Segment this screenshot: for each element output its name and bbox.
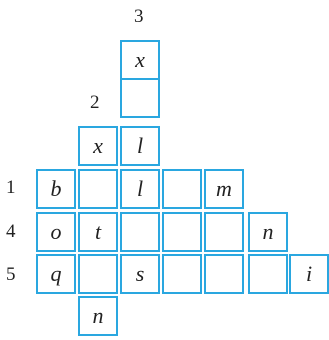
grid-cell-r1-c3[interactable]	[120, 78, 160, 118]
grid-cell-r5-c3[interactable]: s	[120, 254, 160, 294]
grid-cell-r3-c4[interactable]	[162, 169, 202, 209]
clue-number-1: 1	[6, 177, 16, 198]
clue-number-2: 2	[90, 92, 100, 113]
grid-cell-r4-c6[interactable]: n	[248, 212, 288, 252]
grid-cell-r4-c3[interactable]	[120, 212, 160, 252]
grid-cell-r5-c2[interactable]	[78, 254, 118, 294]
grid-cell-r3-c2[interactable]	[78, 169, 118, 209]
grid-cell-r3-c5[interactable]: m	[204, 169, 244, 209]
grid-cell-r3-c3[interactable]: l	[120, 169, 160, 209]
grid-cell-r6-c2[interactable]: n	[78, 296, 118, 336]
grid-cell-r5-c6[interactable]	[248, 254, 288, 294]
grid-cell-r5-c4[interactable]	[162, 254, 202, 294]
grid-cell-r0-c3[interactable]: x	[120, 40, 160, 80]
grid-cell-r2-c2[interactable]: x	[78, 126, 118, 166]
grid-cell-r2-c3[interactable]: l	[120, 126, 160, 166]
grid-cell-r4-c1[interactable]: o	[36, 212, 76, 252]
grid-cell-r5-c1[interactable]: q	[36, 254, 76, 294]
clue-number-3: 3	[134, 6, 144, 27]
grid-cell-r4-c2[interactable]: t	[78, 212, 118, 252]
grid-cell-r3-c1[interactable]: b	[36, 169, 76, 209]
clue-number-5: 5	[6, 264, 16, 285]
grid-cell-r5-c5[interactable]	[204, 254, 244, 294]
grid-cell-r5-c7[interactable]: i	[289, 254, 329, 294]
grid-cell-r4-c4[interactable]	[162, 212, 202, 252]
grid-cell-r4-c5[interactable]	[204, 212, 244, 252]
clue-number-4: 4	[6, 221, 16, 242]
